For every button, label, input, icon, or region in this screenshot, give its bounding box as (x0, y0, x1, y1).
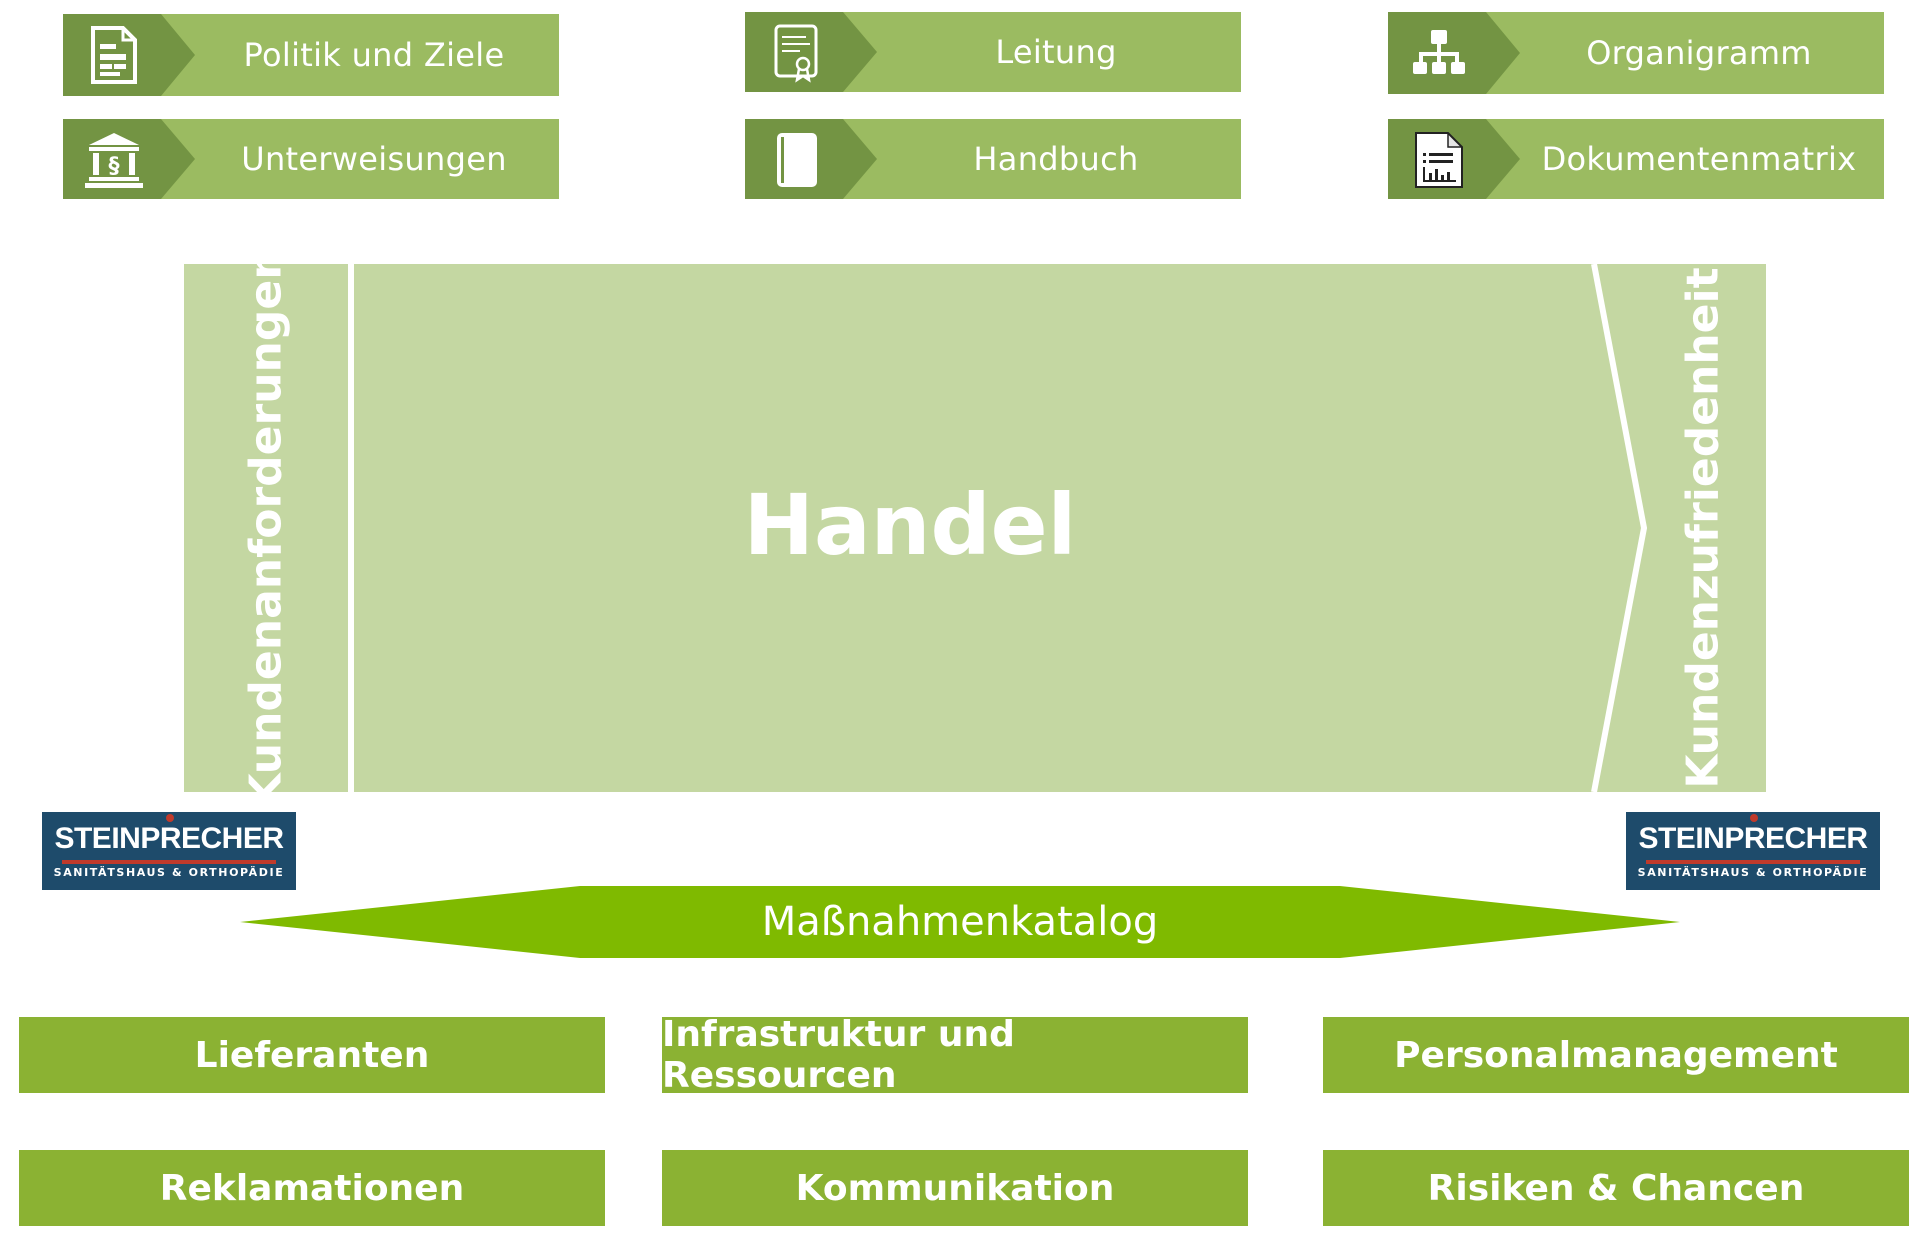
chevron-right-icon (843, 119, 877, 199)
chevron-right-icon (161, 119, 195, 199)
nav-dokumentenmatrix[interactable]: Dokumentenmatrix (1388, 119, 1884, 199)
chevron-right-icon (1486, 119, 1520, 199)
nav-organigramm[interactable]: Organigramm (1388, 12, 1884, 94)
document-list-icon (91, 26, 137, 84)
company-logo-left: STEINPRECHER SANITÄTSHAUS & ORTHOPÄDIE (42, 812, 296, 890)
support-kommunikation[interactable]: Kommunikation (662, 1150, 1248, 1226)
logo-wordmark: STEINPRECHER (1638, 822, 1868, 855)
chevron-right-icon (1486, 12, 1520, 94)
process-title: Handel (743, 476, 1077, 574)
nav-handbuch[interactable]: Handbuch (745, 119, 1241, 199)
process-right-label: Kundenzufriedenheit (1677, 267, 1729, 789)
company-logo-right: STEINPRECHER SANITÄTSHAUS & ORTHOPÄDIE (1626, 812, 1880, 890)
process-input-column: Kundenanforderungen (184, 248, 348, 808)
law-building-icon: § (85, 133, 143, 188)
nav-label-box (161, 14, 559, 96)
logo-divider (1646, 860, 1860, 864)
support-personalmanagement[interactable]: Personalmanagement (1323, 1017, 1909, 1093)
nav-label-box (843, 119, 1241, 199)
logo-tagline: SANITÄTSHAUS & ORTHOPÄDIE (53, 866, 285, 879)
support-risiken-und-chancen[interactable]: Risiken & Chancen (1323, 1150, 1909, 1226)
nav-label-box (1486, 12, 1884, 94)
support-lieferanten[interactable]: Lieferanten (19, 1017, 605, 1093)
nav-label-box (843, 12, 1241, 92)
nav-unterweisungen[interactable]: § Unterweisungen (63, 119, 559, 199)
massnahmenkatalog-banner[interactable]: Maßnahmenkatalog (240, 886, 1680, 958)
nav-label: Handbuch (973, 140, 1139, 178)
org-chart-icon (1413, 30, 1465, 74)
nav-leitung[interactable]: Leitung (745, 12, 1241, 92)
logo-tagline: SANITÄTSHAUS & ORTHOPÄDIE (1637, 866, 1869, 879)
nav-label: Dokumentenmatrix (1541, 140, 1857, 178)
process-left-label: Kundenanforderungen (240, 248, 292, 808)
banner-label: Maßnahmenkatalog (761, 899, 1159, 945)
logo-wordmark: STEINPRECHER (54, 822, 284, 855)
process-arrow (354, 264, 1766, 792)
nav-label-box (1486, 119, 1884, 199)
nav-label: Politik und Ziele (243, 36, 505, 74)
support-reklamationen[interactable]: Reklamationen (19, 1150, 605, 1226)
report-document-icon (1415, 132, 1463, 188)
support-infrastruktur-und-ressourcen[interactable]: Infrastruktur und Ressourcen (662, 1014, 1248, 1096)
nav-label: Unterweisungen (241, 140, 507, 178)
logo-dot (166, 814, 174, 822)
logo-dot (1750, 814, 1758, 822)
book-icon (777, 133, 817, 187)
nav-politik-und-ziele[interactable]: Politik und Ziele (63, 14, 559, 96)
certificate-icon (774, 24, 818, 83)
svg-text:§: § (109, 154, 120, 179)
banner-shape (240, 886, 1680, 958)
logo-divider (62, 860, 276, 864)
nav-label: Leitung (995, 33, 1117, 71)
nav-label-box (161, 119, 559, 199)
nav-label: Organigramm (1586, 34, 1812, 72)
chevron-right-icon (843, 12, 877, 92)
chevron-right-icon (161, 14, 195, 96)
